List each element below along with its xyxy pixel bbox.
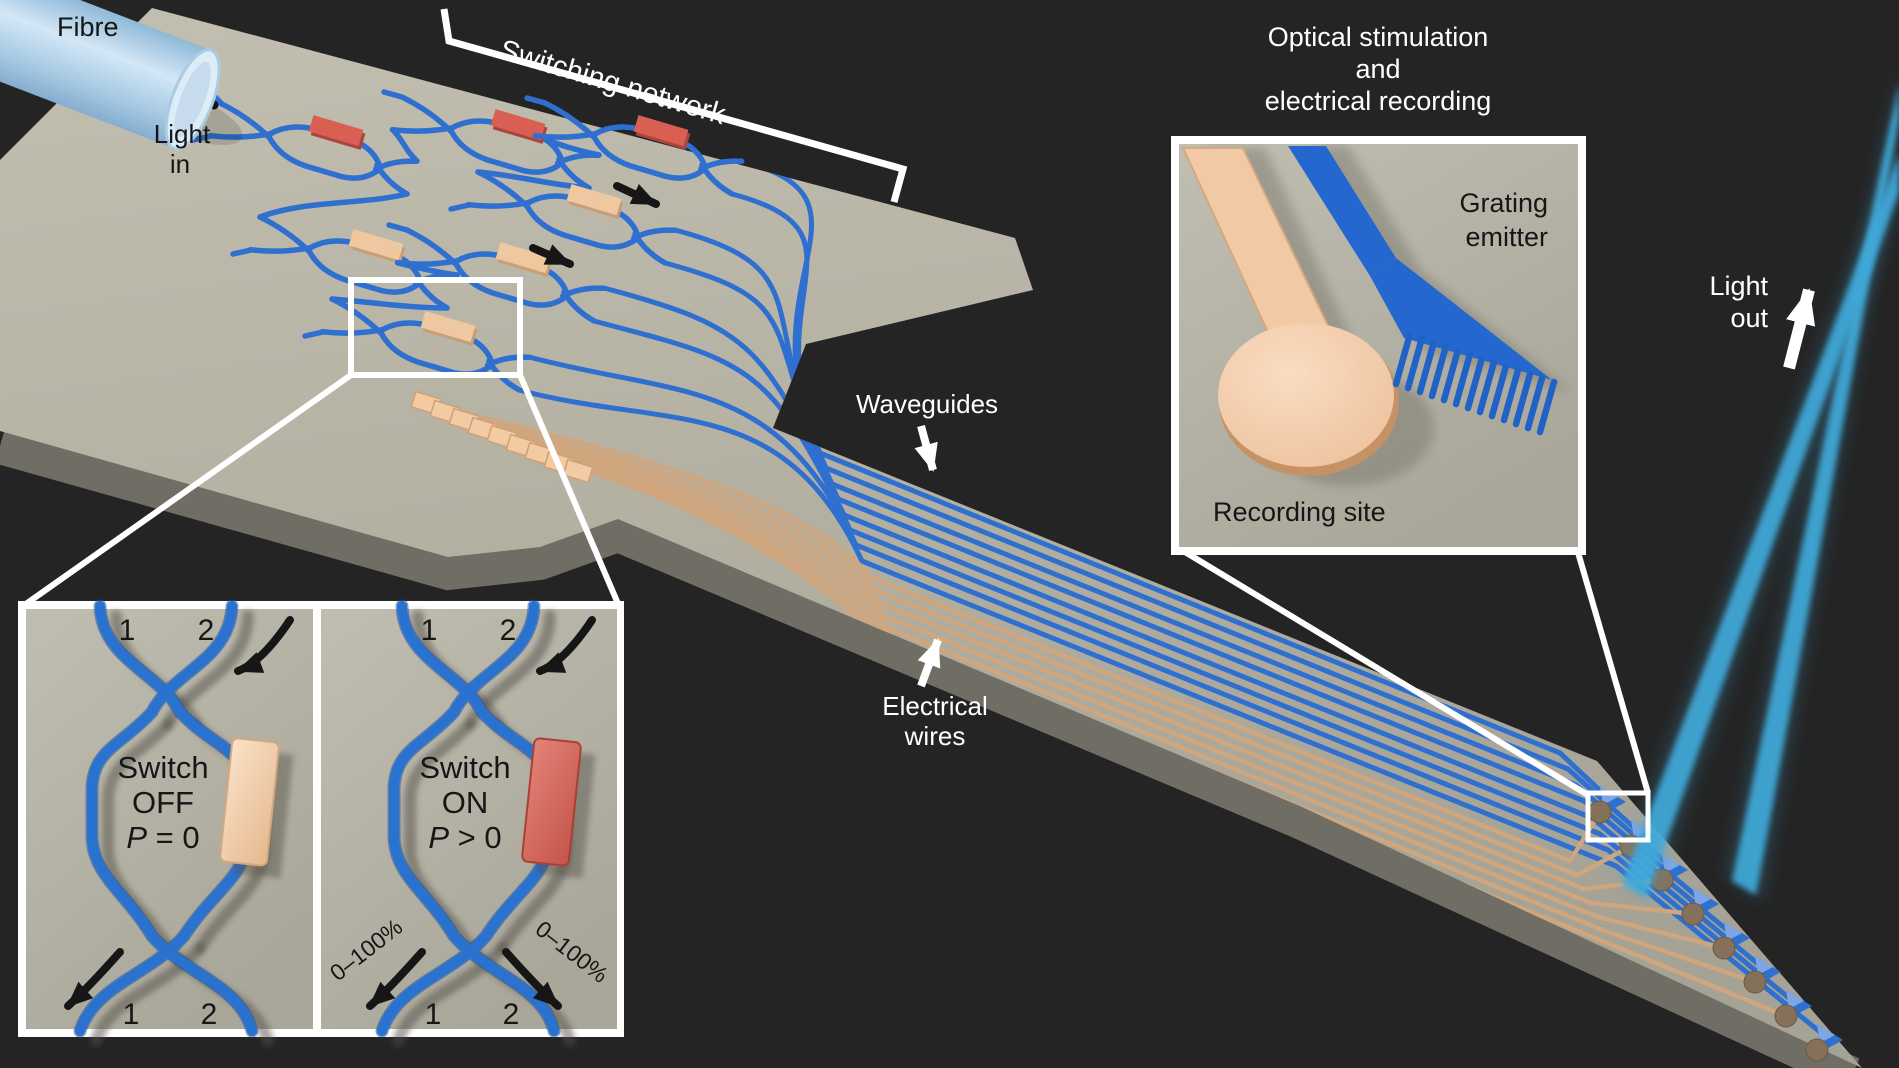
switch-on-panel: 1 2 1 2 0–100% 0–100% Switch ON P > 0	[321, 599, 617, 1047]
output-arrow	[366, 948, 426, 1010]
svg-text:1: 1	[123, 998, 140, 1031]
callout-line	[1574, 548, 1651, 794]
waveguides-arrow	[914, 424, 938, 472]
heater-off	[348, 229, 404, 261]
chip-side-face	[0, 428, 1860, 1068]
heater-off	[420, 311, 476, 343]
heater-on	[633, 115, 689, 147]
svg-text:wires: wires	[904, 721, 966, 751]
inset-waveguide	[1288, 146, 1396, 276]
power-off: P = 0	[126, 820, 199, 855]
heater-off	[566, 184, 622, 216]
heater-off-slab	[219, 737, 280, 867]
svg-text:1: 1	[425, 998, 442, 1031]
waveguides-annotation: Waveguides	[856, 389, 998, 472]
svg-text:out: out	[1730, 303, 1768, 333]
svg-text:2: 2	[500, 614, 517, 647]
svg-text:1: 1	[421, 614, 438, 647]
emitter-pair	[1774, 990, 1812, 1028]
mzi-switch-off	[250, 203, 461, 310]
light-in-label: Light in	[154, 119, 211, 179]
header-caption: Optical stimulation and electrical recor…	[1265, 22, 1492, 116]
svg-text:in: in	[170, 149, 190, 179]
callout-line	[517, 373, 622, 608]
svg-text:and: and	[1355, 54, 1400, 84]
heater-on	[308, 115, 364, 147]
svg-text:Switch: Switch	[419, 750, 510, 785]
light-out-arrow	[1783, 288, 1816, 370]
svg-text:Optical stimulation: Optical stimulation	[1268, 22, 1489, 52]
recording-site-label: Recording site	[1213, 497, 1386, 527]
svg-text:2: 2	[503, 998, 520, 1031]
svg-text:2: 2	[198, 614, 215, 647]
input-arrow	[234, 616, 294, 675]
light-path-arrow	[529, 244, 574, 268]
svg-text:OFF: OFF	[132, 785, 194, 820]
electrical-wires-arrow	[917, 638, 942, 688]
callout-line	[21, 372, 353, 609]
svg-text:Light: Light	[154, 119, 211, 149]
power-on: P > 0	[428, 820, 501, 855]
callout-box	[348, 277, 523, 378]
output-arrow	[502, 948, 562, 1010]
mzi-switch-off	[322, 285, 533, 392]
mzi-switch-off	[468, 158, 679, 265]
waveguides-label: Waveguides	[856, 389, 998, 419]
svg-text:1: 1	[119, 614, 136, 647]
output-beam	[1622, 154, 1899, 898]
heater-off	[495, 242, 551, 274]
switch-states-inset: 1 2 1 2 Switch OFF P = 0	[18, 599, 624, 1047]
mzi-switch-on	[210, 89, 421, 196]
bracket	[440, 8, 908, 203]
bond-pads	[410, 390, 594, 484]
emitter-taper	[1370, 258, 1552, 380]
probe-shank-routing	[425, 158, 1827, 1053]
emitter-pair	[1805, 1024, 1843, 1062]
mzi-switch-off	[397, 216, 608, 323]
svg-text:Switch: Switch	[117, 750, 208, 785]
waveguide-bundle	[518, 158, 1827, 1038]
callout-line	[1178, 546, 1590, 798]
switch-callout	[21, 277, 622, 609]
svg-text:ON: ON	[442, 785, 489, 820]
recording-site-disc	[1218, 323, 1394, 467]
svg-text:emitter: emitter	[1465, 222, 1548, 252]
light-out-annotation: Light out	[1709, 271, 1816, 370]
svg-text:2: 2	[201, 998, 218, 1031]
output-beam	[1732, 82, 1899, 895]
optical-fibre: Fibre	[0, 0, 243, 151]
output-arrow	[64, 948, 124, 1010]
emitter-pair	[1743, 956, 1781, 994]
svg-text:Light: Light	[1709, 271, 1768, 301]
switch-off-panel: 1 2 1 2 Switch OFF P = 0	[26, 599, 313, 1047]
mzi-switch-on	[535, 89, 746, 196]
input-arrow	[536, 616, 596, 675]
svg-text:Electrical: Electrical	[882, 691, 987, 721]
svg-text:Grating: Grating	[1459, 188, 1548, 218]
fibre-label: Fibre	[57, 12, 119, 42]
electrical-wires-annotation: Electrical wires	[882, 638, 988, 751]
light-path-arrow	[613, 182, 660, 208]
light-beams	[1616, 70, 1899, 904]
svg-text:electrical recording: electrical recording	[1265, 86, 1492, 116]
tip-callout	[1178, 546, 1651, 843]
emitter-pair	[1712, 922, 1750, 960]
callout-box	[1585, 790, 1651, 843]
heater-on	[490, 109, 546, 141]
emitter-recording-inset: Grating emitter Recording site	[1171, 136, 1586, 555]
emitter-pair	[1681, 888, 1719, 926]
heater-on-slab	[521, 737, 582, 867]
grating-fins	[1392, 330, 1558, 436]
